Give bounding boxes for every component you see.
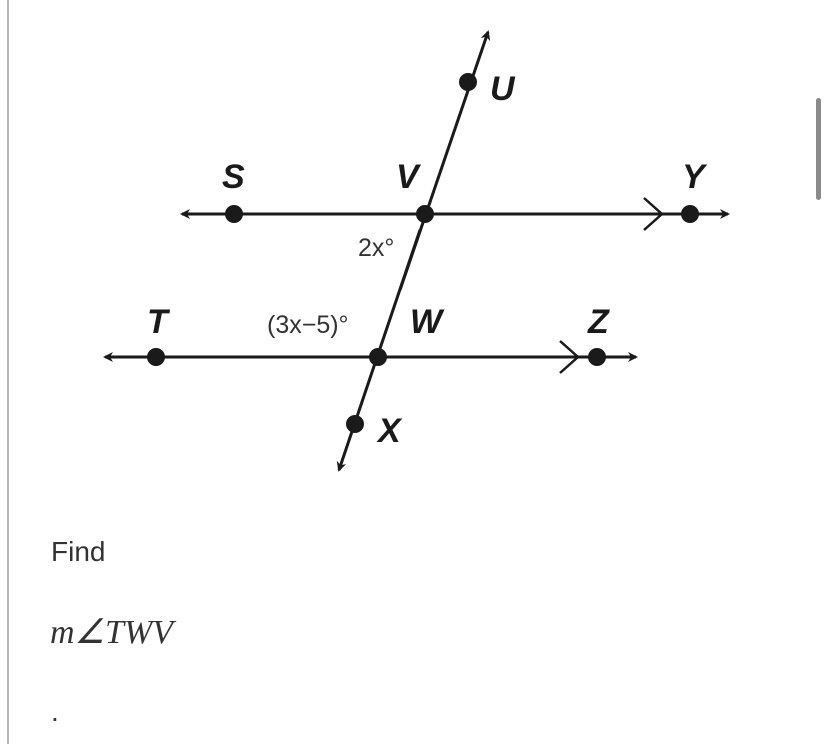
point-S bbox=[225, 205, 243, 223]
angle-label-upper: 2x° bbox=[358, 234, 394, 262]
angle-label-lower: (3x−5)° bbox=[267, 311, 349, 339]
label-X: X bbox=[376, 412, 403, 450]
point-T bbox=[147, 348, 165, 366]
label-Z: Z bbox=[587, 303, 610, 341]
parallel-mark-top bbox=[643, 197, 664, 231]
label-S: S bbox=[222, 158, 245, 196]
label-U: U bbox=[490, 70, 516, 108]
label-W: W bbox=[410, 303, 445, 341]
question-prompt: Find bbox=[51, 536, 106, 567]
label-T: T bbox=[147, 303, 171, 341]
label-Y: Y bbox=[682, 158, 708, 196]
question-expression: m∠TWV bbox=[50, 614, 174, 651]
point-V bbox=[416, 205, 434, 223]
scrollbar[interactable] bbox=[816, 98, 821, 200]
point-Y bbox=[681, 205, 699, 223]
label-V: V bbox=[396, 158, 422, 196]
point-X bbox=[346, 415, 364, 433]
content-border bbox=[7, 0, 9, 744]
point-W bbox=[369, 348, 387, 366]
point-U bbox=[459, 73, 477, 91]
parallel-mark-bottom bbox=[559, 340, 580, 374]
question-trailing-period: . bbox=[51, 696, 59, 727]
point-Z bbox=[588, 348, 606, 366]
